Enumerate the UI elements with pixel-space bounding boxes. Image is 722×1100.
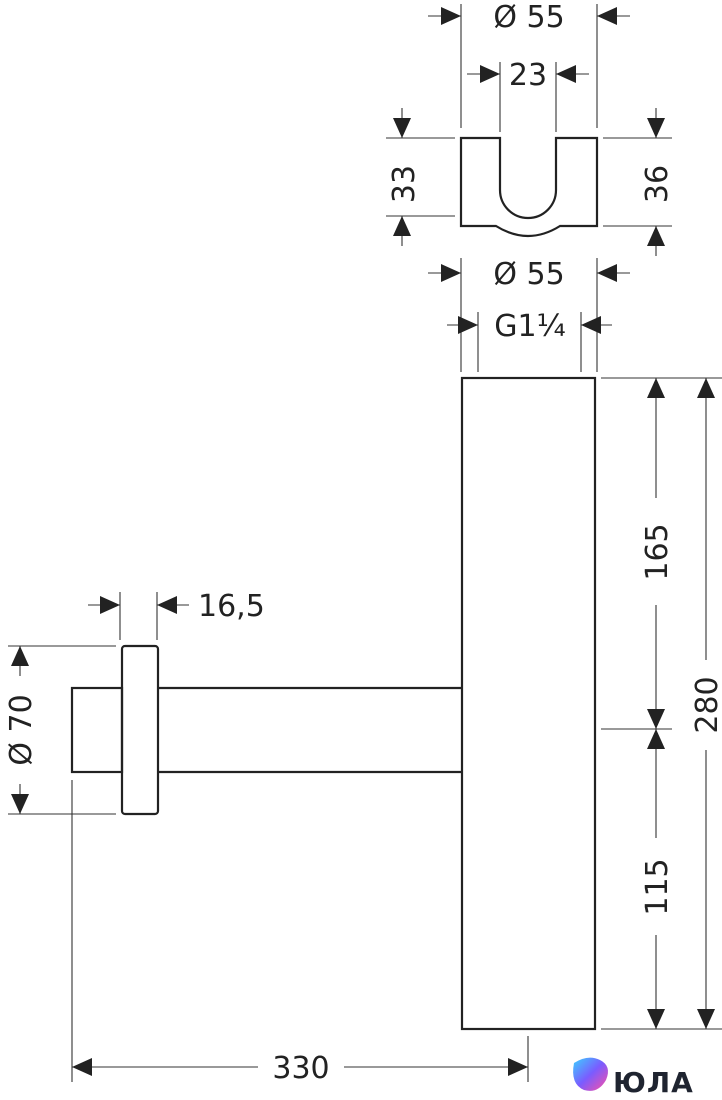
body-diameter-dims: Ø 55 G1¼ [428, 257, 630, 372]
brand-name: ЮЛА [613, 1066, 694, 1099]
total-height-label: 280 [690, 676, 722, 733]
top-diameter-label: Ø 55 [493, 0, 564, 35]
cap-detail: Ø 55 23 33 36 [386, 0, 675, 256]
flange-diameter-label: Ø 70 [4, 694, 39, 765]
flange [120, 644, 160, 816]
cap-height-right-label: 36 [640, 165, 675, 203]
slot-width-label: 23 [509, 58, 547, 93]
lower-height-label: 115 [640, 858, 675, 915]
thread-label: G1¼ [494, 309, 565, 344]
flange-thickness-label: 16,5 [198, 589, 265, 624]
flange-thickness-dim: 16,5 [88, 589, 265, 640]
vertical-body [460, 376, 597, 1031]
diamond-gradient-icon [573, 1057, 608, 1091]
horizontal-length-dim: 330 [71, 780, 529, 1086]
flange-diameter-dim: Ø 70 [4, 645, 116, 815]
brand-watermark: ЮЛА [573, 1057, 694, 1099]
body-diameter-label: Ø 55 [493, 257, 564, 292]
height-dims: 165 115 280 [601, 377, 722, 1030]
horizontal-length-label: 330 [272, 1051, 329, 1086]
pipe-end [70, 686, 124, 774]
cap-outline [459, 136, 599, 237]
main-body [460, 376, 597, 1031]
horizontal-arm [70, 644, 462, 816]
cap-height-left-label: 33 [387, 165, 422, 203]
upper-height-label: 165 [640, 523, 675, 580]
